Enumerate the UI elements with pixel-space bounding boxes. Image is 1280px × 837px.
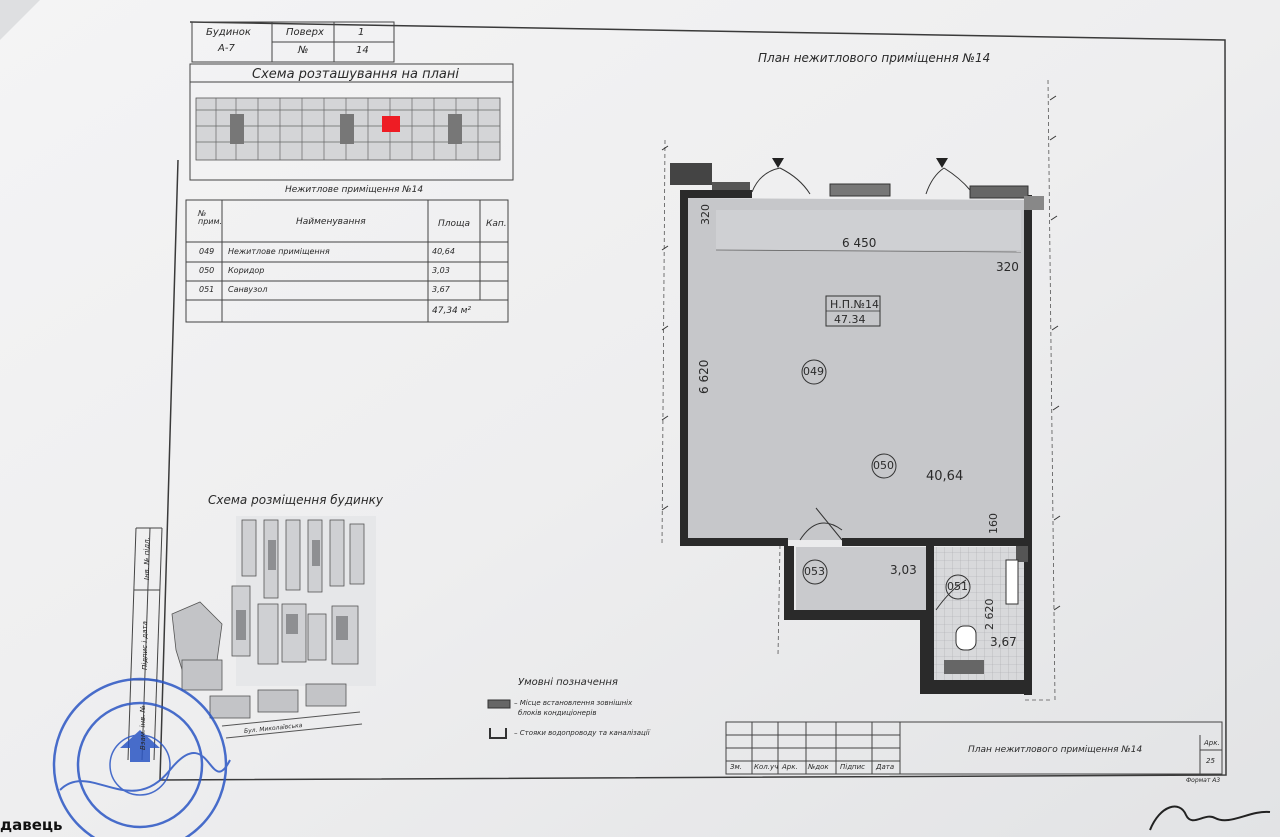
premise-total: 47,34 м² [432, 306, 472, 316]
premise-area: 47.34 [834, 313, 866, 326]
number-value: 14 [356, 45, 369, 56]
room-050-label: 050 [873, 459, 894, 472]
stamp-col-2: Підпис і дата [141, 621, 149, 670]
header-box [191, 21, 395, 63]
plan-title: План нежитлового приміщення №14 [758, 51, 991, 65]
room-049-floor [684, 198, 1028, 540]
tb-drawing-title: План нежитлового приміщення №14 [968, 745, 1143, 755]
room-051-area: 3,67 [990, 635, 1017, 649]
stamp-col-1: Інв. № підл. [143, 537, 151, 580]
legend-item1-line1: – Місце встановлення зовнішніх [514, 699, 633, 707]
dim-wall-top: 320 [699, 204, 712, 225]
row-051-num: 051 [199, 285, 215, 294]
row-049-name: Нежитлове приміщення [228, 247, 330, 256]
room-049-area: 40,64 [926, 469, 964, 484]
facade-top [670, 158, 1044, 210]
riser-symbol [489, 728, 507, 739]
building-label: Будинок [206, 27, 251, 38]
legend-item1-line2: блоків кондиціонерів [518, 709, 597, 717]
row-050-name: Коридор [228, 266, 265, 275]
location-scheme [189, 63, 514, 181]
dim-wall-right: 320 [996, 260, 1019, 274]
premise-label: Н.П.№14 [830, 298, 879, 311]
tb-col-4: №док [808, 763, 829, 771]
premise-table-title: Нежитлове приміщення №14 [285, 185, 424, 195]
row-051-area: 3,67 [432, 285, 450, 294]
tb-sheet-label: Арк. [1204, 739, 1220, 747]
row-050-area: 3,03 [432, 266, 450, 275]
toilet [955, 625, 977, 651]
premise-col-num: № прим. [198, 209, 223, 226]
floor-plan [661, 79, 1061, 701]
building-value: А-7 [218, 43, 235, 54]
dim-top: 6 450 [842, 236, 877, 250]
stamp-col-3: Взам. інв. № [139, 705, 147, 750]
building-scheme-map [171, 516, 376, 739]
building-scheme-title: Схема розміщення будинку [208, 493, 384, 507]
legend-item2: – Стояки водопроводу та каналізації [514, 729, 650, 737]
floor-label: Поверх [286, 27, 324, 38]
premise-table-grid [185, 199, 509, 323]
row-051-name: Санвузол [228, 285, 268, 294]
dim-left: 6 620 [697, 359, 711, 394]
legend-title: Умовні позначення [518, 677, 618, 688]
tb-col-1: Зм. [730, 763, 742, 771]
row-050-num: 050 [199, 266, 215, 275]
room-049-label: 049 [803, 365, 824, 378]
premise-col-area: Площа [438, 219, 471, 229]
number-label: № [298, 45, 309, 56]
bottom-cut-text: давець [0, 816, 63, 834]
tb-col-6: Дата [876, 763, 895, 771]
premise-marker [382, 116, 400, 132]
tb-format: Формат А3 [1186, 777, 1221, 784]
dim-160: 160 [987, 513, 1000, 534]
ac-unit-symbol [487, 699, 511, 709]
room-051-label: 051 [947, 580, 968, 593]
room-053-label: 053 [804, 565, 825, 578]
company-seal [52, 677, 231, 837]
room-053-area: 3,03 [890, 563, 917, 577]
tb-col-3: Арк. [782, 763, 798, 771]
row-049-num: 049 [199, 247, 215, 256]
premise-col-name: Найменування [296, 217, 366, 227]
signature [1149, 805, 1271, 831]
tb-col-2: Кол.уч [754, 763, 779, 771]
premise-col-coef: Кап. [486, 219, 507, 229]
row-049-area: 40,64 [432, 247, 455, 256]
floor-value: 1 [358, 27, 365, 38]
drawing-frame [159, 21, 1227, 781]
room-053-floor [796, 547, 926, 610]
dim-2620: 2 620 [983, 598, 996, 631]
tb-col-5: Підпис [840, 763, 866, 771]
title-block-grid [725, 721, 1223, 775]
location-scheme-title: Схема розташування на плані [252, 67, 459, 82]
tb-sheet-num: 25 [1206, 757, 1215, 765]
sink [944, 660, 984, 674]
